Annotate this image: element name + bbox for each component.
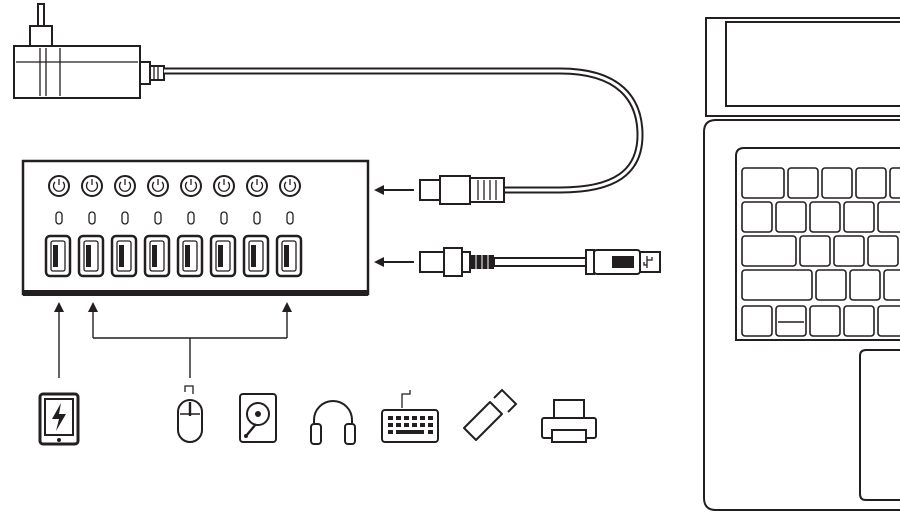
usb-b-connector — [419, 247, 494, 277]
led-indicator — [187, 211, 195, 225]
led-indicator — [55, 211, 63, 225]
keyboard-icon — [381, 390, 439, 443]
power-button-icon[interactable] — [81, 175, 103, 197]
mouse-icon — [177, 385, 203, 443]
power-button-icon[interactable] — [213, 175, 235, 197]
usb-cable — [493, 257, 587, 267]
tablet-charging-icon — [38, 392, 80, 446]
power-button-icon[interactable] — [180, 175, 202, 197]
usb-port[interactable] — [44, 234, 72, 278]
hub-usb-ports — [44, 234, 303, 278]
usb-port[interactable] — [209, 234, 237, 278]
power-button-icon[interactable] — [114, 175, 136, 197]
usb-port[interactable] — [275, 234, 303, 278]
hub-indicator-leds — [55, 211, 294, 225]
usb-port[interactable] — [77, 234, 105, 278]
usb-a-connector — [585, 249, 661, 275]
power-button-icon[interactable] — [147, 175, 169, 197]
hard-drive-icon — [239, 393, 277, 443]
usb-flash-drive-icon — [463, 388, 518, 441]
led-indicator — [88, 211, 96, 225]
usb-port[interactable] — [143, 234, 171, 278]
power-button-icon[interactable] — [246, 175, 268, 197]
power-button-icon[interactable] — [279, 175, 301, 197]
dc-barrel-plug — [419, 175, 505, 205]
power-button-icon[interactable] — [48, 175, 70, 197]
led-indicator — [220, 211, 228, 225]
usb-port[interactable] — [242, 234, 270, 278]
led-indicator — [154, 211, 162, 225]
laptop-keyboard — [741, 167, 900, 337]
printer-icon — [541, 399, 597, 443]
hub-power-buttons — [48, 175, 301, 197]
device-bracket-arrows — [88, 302, 292, 378]
laptop-icon — [703, 17, 900, 511]
led-indicator — [121, 211, 129, 225]
led-indicator — [253, 211, 261, 225]
headphones-icon — [310, 400, 356, 445]
laptop-touchpad — [859, 349, 900, 501]
usb-port[interactable] — [110, 234, 138, 278]
usb-port[interactable] — [176, 234, 204, 278]
led-indicator — [286, 211, 294, 225]
wall-plug-icon — [13, 3, 165, 99]
